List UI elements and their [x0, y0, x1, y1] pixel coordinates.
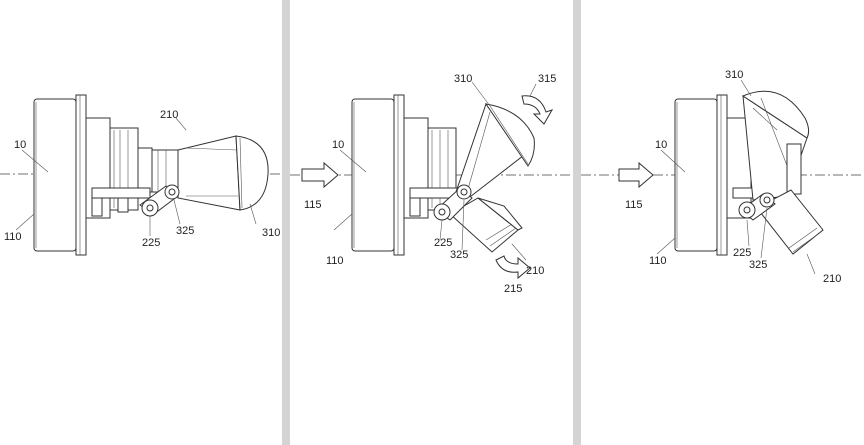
dome-cover	[235, 135, 269, 211]
rotation-arrow-upper	[521, 95, 554, 125]
dome-rim	[239, 137, 243, 209]
label-dome: 310	[454, 73, 472, 85]
label-assembly: 210	[526, 265, 544, 277]
rotation-arrow-lower	[495, 255, 531, 280]
label-axis: 10	[655, 139, 667, 151]
label-rotation-lower: 215	[504, 283, 522, 295]
flow-arrow	[618, 161, 654, 189]
housing-body	[351, 94, 459, 256]
figure-b-drawing: 10 115 110 310 315 225 325 210 215	[290, 73, 573, 295]
label-body: 110	[326, 255, 344, 267]
hinge-linkage	[738, 192, 776, 221]
dome-tilted-up	[455, 103, 535, 201]
label-body: 110	[649, 255, 667, 267]
label-body: 110	[4, 231, 22, 243]
label-flow: 115	[625, 199, 643, 211]
hinge-linkage	[139, 184, 180, 217]
label-pivot-a: 225	[434, 237, 452, 249]
figure-a-drawing: 10 110 210 225 325 310	[0, 94, 282, 256]
lamp-tilted-down	[756, 189, 824, 255]
label-assembly: 210	[823, 273, 841, 285]
label-pivot-a: 225	[142, 237, 160, 249]
dome-tilted-up	[741, 90, 810, 201]
label-dome: 310	[725, 69, 743, 81]
label-axis: 10	[14, 139, 26, 151]
panel-divider	[282, 0, 290, 445]
lamp-assembly	[151, 135, 241, 211]
label-dome: 310	[262, 227, 280, 239]
lamp-tilted-down	[449, 197, 523, 253]
figure-panel-a: 10 110 210 225 325 310	[0, 0, 282, 445]
label-pivot-b: 325	[176, 225, 194, 237]
label-assembly: 210	[160, 109, 178, 121]
label-flow: 115	[304, 199, 322, 211]
flow-arrow	[301, 161, 339, 189]
label-pivot-a: 225	[733, 247, 751, 259]
label-axis: 10	[332, 139, 344, 151]
figure-c-drawing: 10 115 110 310 225 325 210	[581, 69, 864, 285]
panel-divider	[573, 0, 581, 445]
label-pivot-b: 325	[749, 259, 767, 271]
hinge-linkage	[433, 184, 473, 221]
housing-body	[33, 94, 153, 256]
figure-panel-c: 10 115 110 310 225 325 210	[581, 0, 864, 445]
label-pivot-b: 325	[450, 249, 468, 261]
label-rotation-upper: 315	[538, 73, 556, 85]
figure-panel-b: 10 115 110 310 315 225 325 210 215	[290, 0, 573, 445]
